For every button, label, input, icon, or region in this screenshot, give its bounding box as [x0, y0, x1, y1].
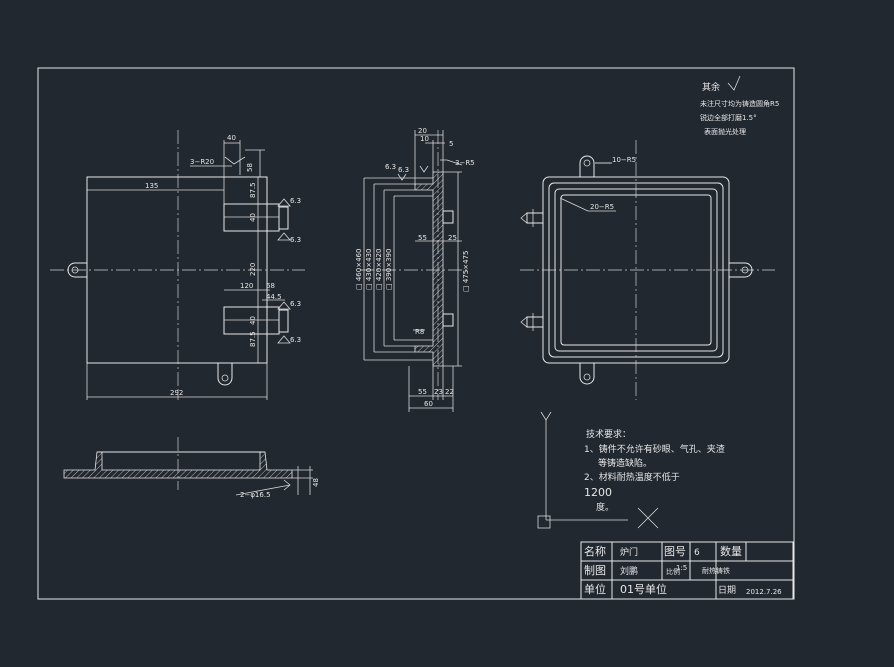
tb-name-value: 炉门 [620, 546, 638, 558]
dim-3-r5: 3−R5 [455, 159, 475, 167]
top-lug [579, 155, 595, 177]
tb-drafter-label: 制图 [584, 564, 606, 577]
bottom-lug [217, 363, 233, 386]
dim-68: 68 [266, 282, 275, 290]
dim-135: 135 [145, 182, 158, 190]
dim-220: 220 [249, 263, 257, 276]
dim-420x420: □ 420×420 [375, 249, 383, 290]
dim-460x460: □ 460×460 [355, 249, 363, 290]
tb-name-label: 名称 [584, 544, 606, 558]
dim-87-5-bottom: 87.5 [249, 331, 257, 347]
dim-60: 60 [424, 400, 433, 408]
surface-6-3-c: 6.3 [290, 300, 301, 308]
surface-6-3-d: 6.3 [290, 336, 301, 344]
right-lug [729, 262, 753, 278]
tech-item-2b: 1200 [584, 486, 612, 499]
tb-qty-label: 数量 [720, 545, 742, 558]
dim-58: 58 [246, 163, 254, 172]
notes-top: 其余 未注尺寸均为铸造圆角R5 锐边全部打磨1.5° 表面抛光处理 [700, 75, 779, 136]
tb-date-value: 2012.7.26 [746, 588, 782, 596]
ucs-axis [537, 411, 659, 529]
dim-48: 48 [312, 478, 320, 487]
dim-5: 5 [449, 140, 453, 148]
sheet-border [37, 67, 795, 600]
tb-drawing-no-label: 图号 [664, 545, 686, 558]
dim-22: 22 [445, 388, 454, 396]
dim-10-r5: 10−R5 [612, 156, 636, 164]
notes-line-3: 表面抛光处理 [704, 127, 746, 136]
dim-430x430: □ 430×430 [365, 249, 373, 290]
section-view-dimensions: 20 10 5 3−R5 6.3 6.3 55 25 □ 460×460 □ 4… [355, 127, 475, 408]
right-view-dimensions: 10−R5 20−R5 [590, 156, 636, 211]
tb-material: 耐热铸铁 [702, 566, 730, 575]
dim-23: 23 [434, 388, 443, 396]
dim-40-top: 40 [227, 134, 236, 142]
roughness-symbol [727, 75, 741, 91]
tech-item-2: 2、材料耐热温度不低于 [584, 471, 680, 483]
section-hatch [414, 171, 444, 367]
surface-6-3-a: 6.3 [290, 197, 301, 205]
front-view [50, 130, 305, 400]
dim-55-bottom: 55 [418, 388, 427, 396]
bottom-lug-right [579, 363, 595, 385]
notes-title: 其余 [702, 81, 720, 93]
dim-475x475: □ 475×475 [462, 251, 470, 292]
tb-unit-label: 单位 [584, 582, 606, 596]
tb-date-label: 日期 [718, 585, 736, 596]
dim-40-lower: 40 [249, 316, 257, 325]
tb-unit-value: 01号单位 [620, 582, 667, 596]
tb-scale-label: 比例 [666, 567, 680, 576]
tb-scale-value: 1:5 [676, 564, 687, 572]
surface-6-3-section-a: 6.3 [385, 163, 396, 171]
dim-40-upper: 40 [249, 213, 257, 222]
title-block: 名称 炉门 图号 6 数量 制图 刘鹏 比例 1:5 耐热铸铁 单位 01号单位… [580, 541, 794, 600]
notes-line-2: 锐边全部打磨1.5° [700, 113, 757, 122]
tech-requirements: 技术要求： 1、铸件不允许有砂眼、气孔、夹渣 等铸造缺陷。 2、材料耐热温度不低… [584, 428, 725, 513]
tech-heading: 技术要求： [586, 428, 631, 440]
dim-44-5: 44.5 [266, 293, 282, 301]
surface-6-3-b: 6.3 [290, 236, 301, 244]
surface-6-3-section-b: 6.3 [398, 166, 409, 174]
dim-2-phi-16-5: 2−φ16.5 [240, 491, 271, 499]
dim-10: 10 [420, 135, 429, 143]
notes-line-1: 未注尺寸均为铸造圆角R5 [700, 99, 779, 108]
dim-292: 292 [170, 389, 183, 397]
dim-20-r5: 20−R5 [590, 203, 614, 211]
dim-20: 20 [418, 127, 427, 135]
right-view [520, 140, 775, 400]
dim-3-r20: 3−R20 [190, 158, 214, 166]
tech-item-2c: 度。 [596, 501, 614, 513]
tb-drawing-no-value: 6 [694, 548, 700, 558]
dim-55-top: 55 [418, 234, 427, 242]
section-view [360, 130, 470, 412]
front-view-dimensions: 40 3−R20 58 135 87.5 40 220 120 68 44.5 … [145, 134, 301, 397]
bottom-view-dimensions: 2−φ16.5 48 [240, 478, 320, 499]
bottom-view [63, 437, 313, 496]
dim-87-5-top: 87.5 [249, 182, 257, 198]
dim-390x390: □ 390×390 [385, 249, 393, 290]
tech-item-1b: 等铸造缺陷。 [598, 457, 652, 469]
dim-r8: R8 [415, 328, 424, 336]
dim-25: 25 [448, 234, 457, 242]
tb-drafter-value: 刘鹏 [620, 565, 638, 577]
tech-item-1: 1、铸件不允许有砂眼、气孔、夹渣 [584, 443, 725, 455]
dim-120: 120 [240, 282, 253, 290]
left-lug [67, 262, 87, 278]
